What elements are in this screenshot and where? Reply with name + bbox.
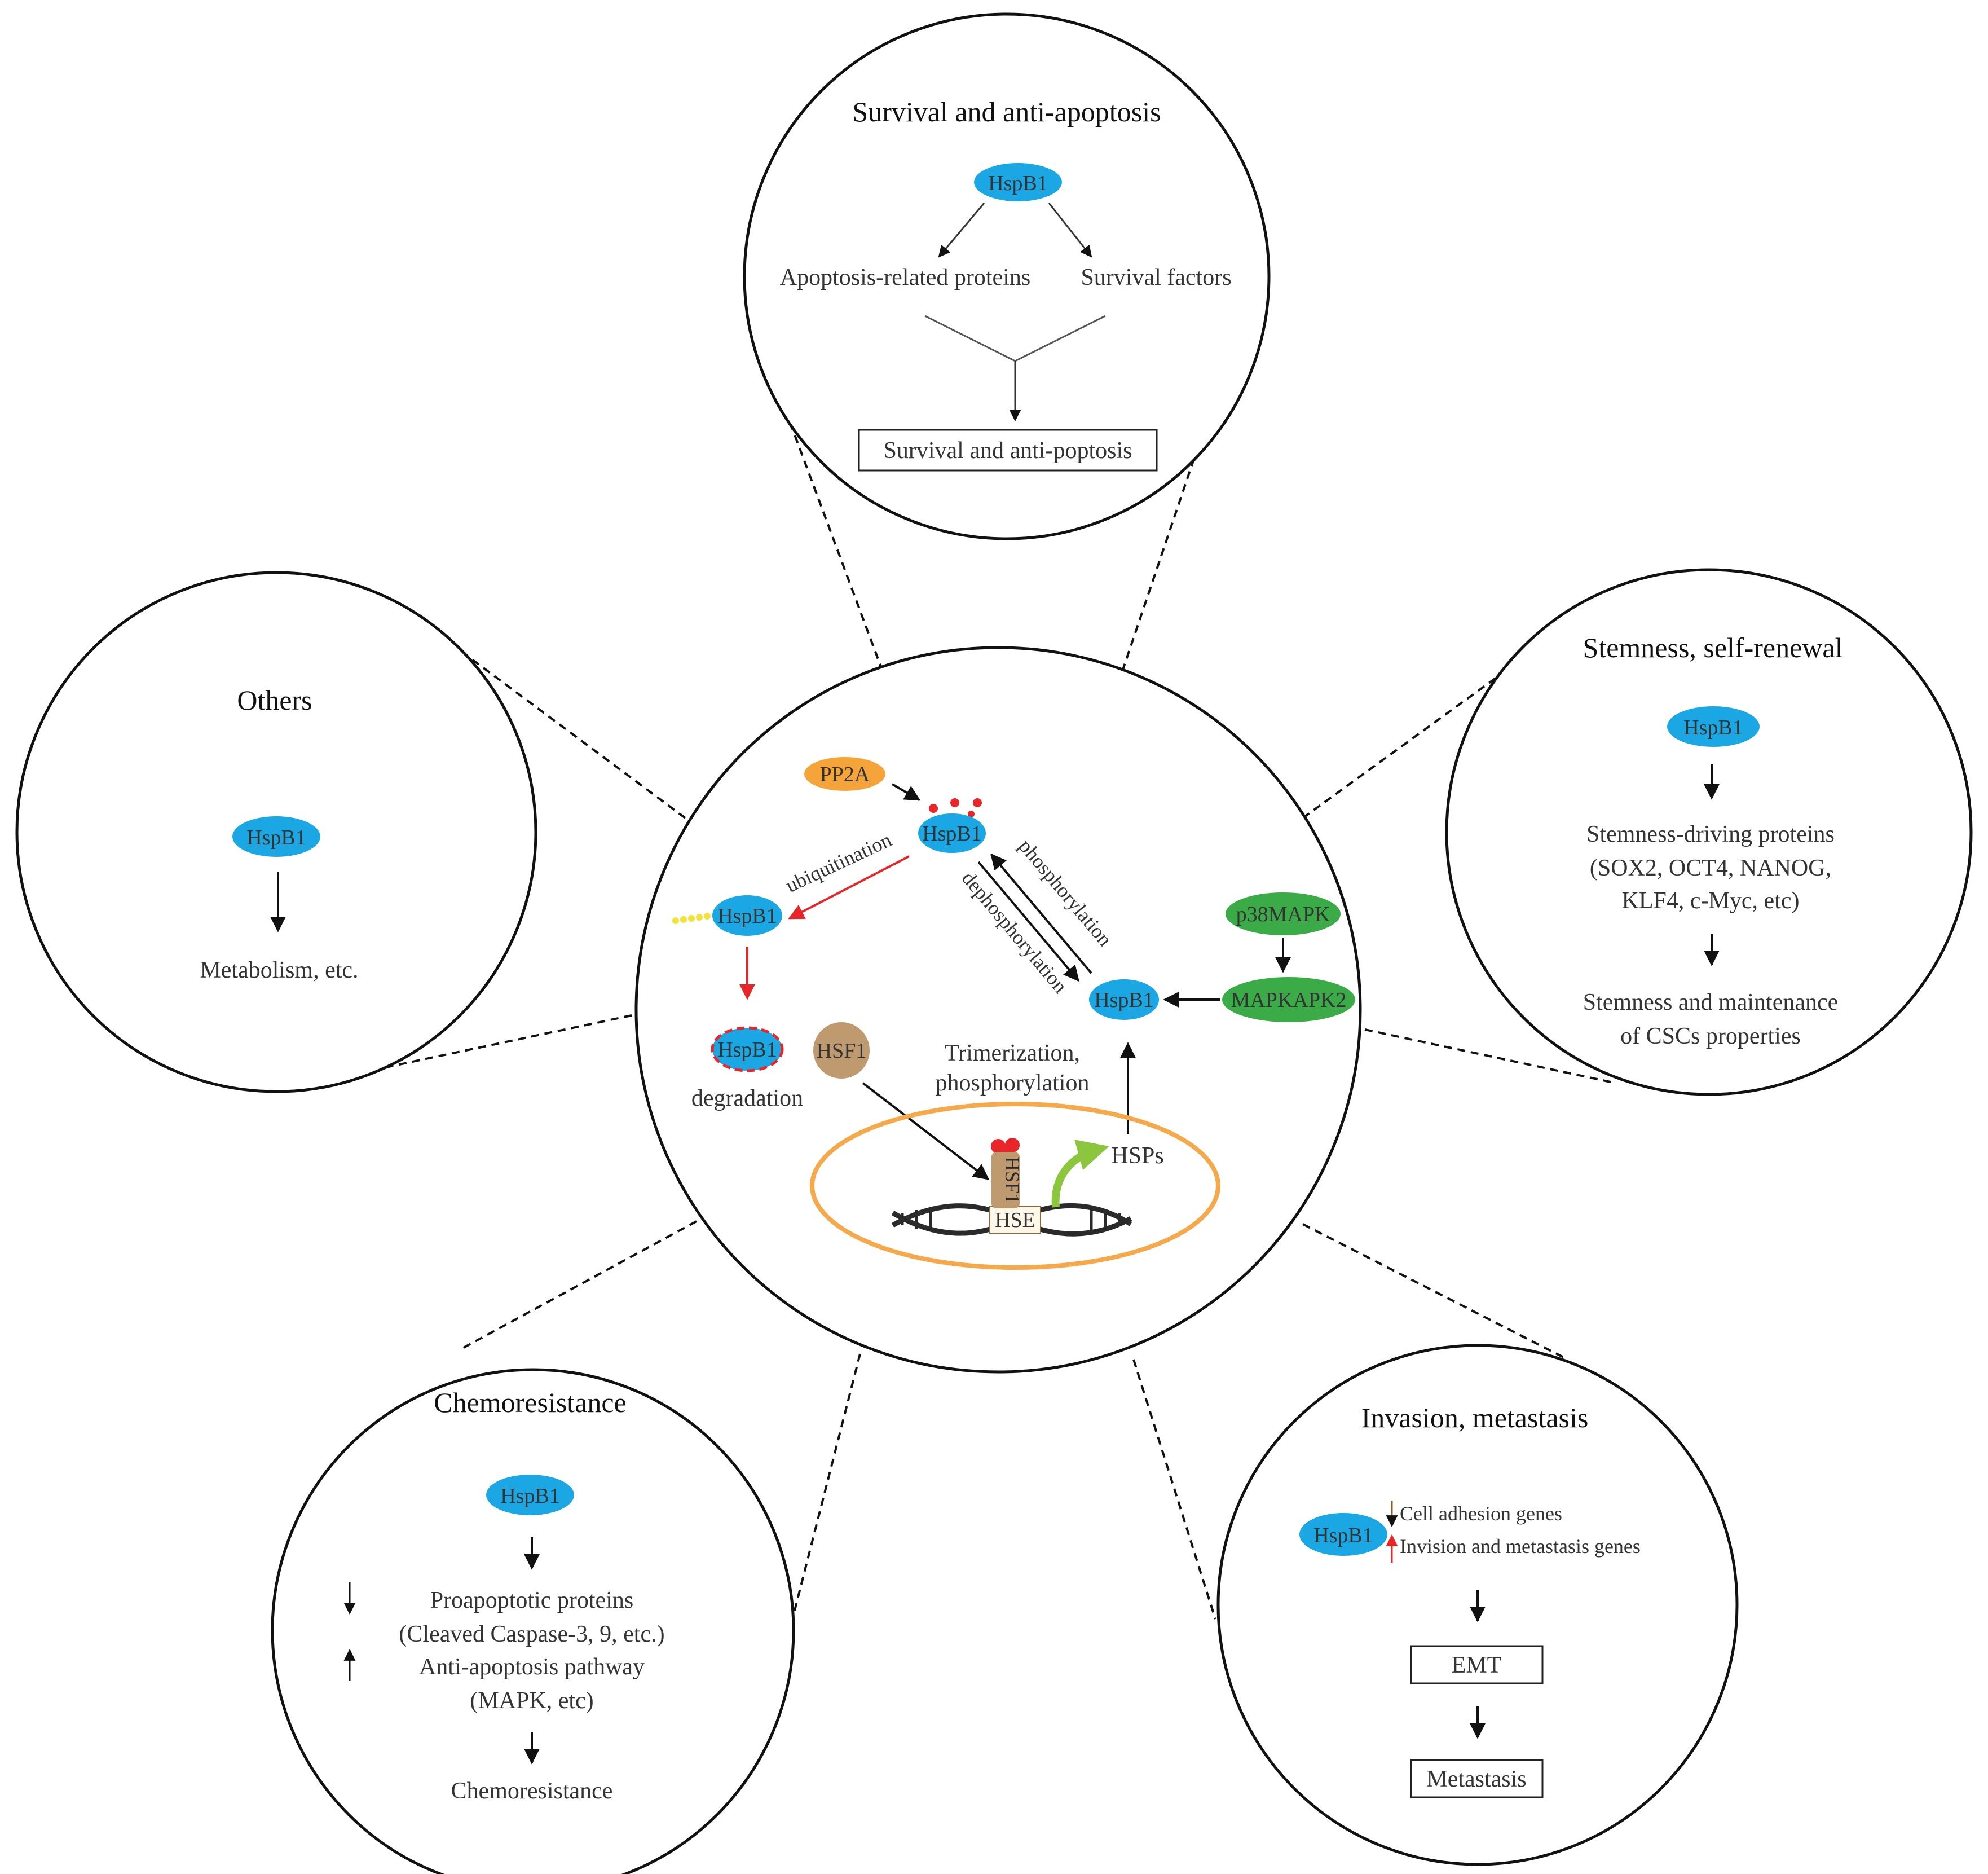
transcription-arrow (1051, 1140, 1109, 1208)
panel-survival: Survival and anti-apoptosis HspB1 Apopto… (743, 12, 1271, 540)
hspb1-label: HspB1 (500, 1484, 560, 1508)
result-box-label: Survival and anti-poptosis (884, 438, 1132, 464)
hsf1-trimer-label: HSF1 (1001, 1156, 1024, 1204)
hsf1-label: HSF1 (817, 1039, 867, 1063)
arrow (938, 203, 985, 258)
ubiquitin-chain (672, 913, 711, 924)
hspb1-ub-node (712, 895, 782, 936)
chemo-line-1: Proapoptotic proteins (430, 1587, 633, 1613)
panel-title: Others (237, 684, 312, 716)
emt-label: EMT (1452, 1652, 1502, 1678)
hspb1-right-node (1089, 979, 1159, 1020)
panel-circle (1445, 568, 1973, 1096)
chemo-line-2: (Cleaved Caspase-3, 9, etc.) (399, 1621, 664, 1647)
hspb1-node (486, 1475, 574, 1515)
ubiquitination-arrow (788, 855, 910, 920)
survival-factors-label: Survival factors (1081, 265, 1231, 291)
connector-right-bottom (1364, 1028, 1616, 1084)
panel-stemness: Stemness, self-renewal HspB1 Stemness-dr… (1445, 568, 1973, 1096)
panel-others: Others HspB1 Metabolism, etc. (15, 571, 537, 1093)
hse-box (989, 1206, 1041, 1234)
panel-circle (743, 12, 1271, 540)
arrow (1048, 203, 1092, 258)
hsf1-trimer: HSF1 (991, 1138, 1024, 1208)
hspb1-node (1299, 1513, 1387, 1556)
pp2a-label: PP2A (820, 763, 870, 786)
panel-circle (271, 1368, 795, 1874)
stemness-line-5: of CSCs properties (1620, 1023, 1801, 1049)
hspb1-label: HspB1 (1683, 716, 1743, 740)
metastasis-label: Metastasis (1426, 1766, 1526, 1792)
connector-top-right (1121, 437, 1202, 672)
trimerization-label-2: phosphorylation (936, 1070, 1090, 1096)
chemo-line-3: Anti-apoptosis pathway (419, 1654, 645, 1680)
mapkapk2-node (1222, 977, 1355, 1022)
panel-invasion: Invasion, metastasis HspB1 Cell adhesion… (1216, 1344, 1739, 1866)
nucleus (810, 1102, 1220, 1270)
hspb1-ub-label: HspB1 (717, 904, 777, 928)
panel-title: Invasion, metastasis (1361, 1402, 1589, 1433)
stemness-line-1: Stemness-driving proteins (1586, 821, 1835, 847)
panel-chemoresistance: Chemoresistance HspB1 Proapoptotic prote… (271, 1368, 795, 1874)
arrow (891, 783, 921, 801)
degradation-label: degradation (691, 1085, 803, 1111)
hse-label: HSE (995, 1208, 1035, 1232)
gene-line-2: Invision and metastasis genes (1400, 1535, 1641, 1558)
panel-center: PP2A HspB1 ubiquitination HspB1 Hs (634, 646, 1362, 1374)
pp2a-node (804, 757, 885, 791)
connector-left-top (464, 653, 686, 819)
hspb1-node (232, 816, 320, 857)
connector-left-bottom (377, 1014, 632, 1070)
hspb1-degraded-node (711, 1026, 784, 1072)
hspb1-label: HspB1 (246, 826, 306, 850)
dephosphorylation-arrow (977, 861, 1079, 982)
connector-bottomleft-top (462, 1220, 697, 1349)
connector-right-top (1302, 653, 1529, 819)
p38mapk-node (1226, 892, 1341, 935)
connector-bottomleft-bottom (788, 1353, 861, 1631)
apoptosis-proteins-label: Apoptosis-related proteins (780, 265, 1030, 291)
stemness-line-3: KLF4, c-Myc, etc) (1622, 888, 1800, 914)
connector-bottomright-bottom (1132, 1359, 1216, 1620)
connector-top-left (791, 428, 884, 672)
hspb1-node (1667, 706, 1760, 747)
metastasis-box (1410, 1759, 1544, 1798)
dashed-connectors (377, 428, 1616, 1631)
hspb1-degraded-label: HspB1 (717, 1038, 777, 1062)
metabolism-label: Metabolism, etc. (200, 957, 358, 983)
stemness-line-4: Stemness and maintenance (1583, 989, 1839, 1015)
hspb1-label: HspB1 (988, 171, 1048, 195)
hsf1-node (813, 1022, 870, 1079)
hspb1-right-label: HspB1 (1094, 988, 1154, 1012)
hspb1-node (974, 163, 1062, 201)
chemo-line-5: Chemoresistance (451, 1778, 613, 1804)
trimerization-label-1: Trimerization, (945, 1040, 1080, 1066)
connector-bottomright-top (1302, 1223, 1568, 1361)
hspb1-top-label: HspB1 (922, 822, 982, 846)
hsps-label: HSPs (1111, 1143, 1163, 1169)
panel-title: Stemness, self-renewal (1583, 632, 1843, 663)
panel-title: Survival and anti-apoptosis (852, 96, 1161, 127)
hspb1-top-node (918, 813, 986, 853)
phosphate-dots (929, 798, 982, 817)
mapkapk2-label: MAPKAPK2 (1231, 988, 1347, 1012)
hspb1-label: HspB1 (1313, 1524, 1373, 1547)
gene-line-1: Cell adhesion genes (1400, 1502, 1562, 1525)
stemness-line-2: (SOX2, OCT4, NANOG, (1590, 855, 1831, 881)
phosphorylation-arrow (990, 853, 1092, 974)
panel-title: Chemoresistance (434, 1387, 627, 1418)
center-circle (634, 646, 1362, 1374)
hsf1-activation-arrow (862, 1082, 990, 1180)
chemo-line-4: (MAPK, etc) (470, 1688, 593, 1714)
p38mapk-label: p38MAPK (1236, 903, 1330, 926)
result-box (858, 429, 1158, 472)
emt-box (1410, 1645, 1544, 1684)
